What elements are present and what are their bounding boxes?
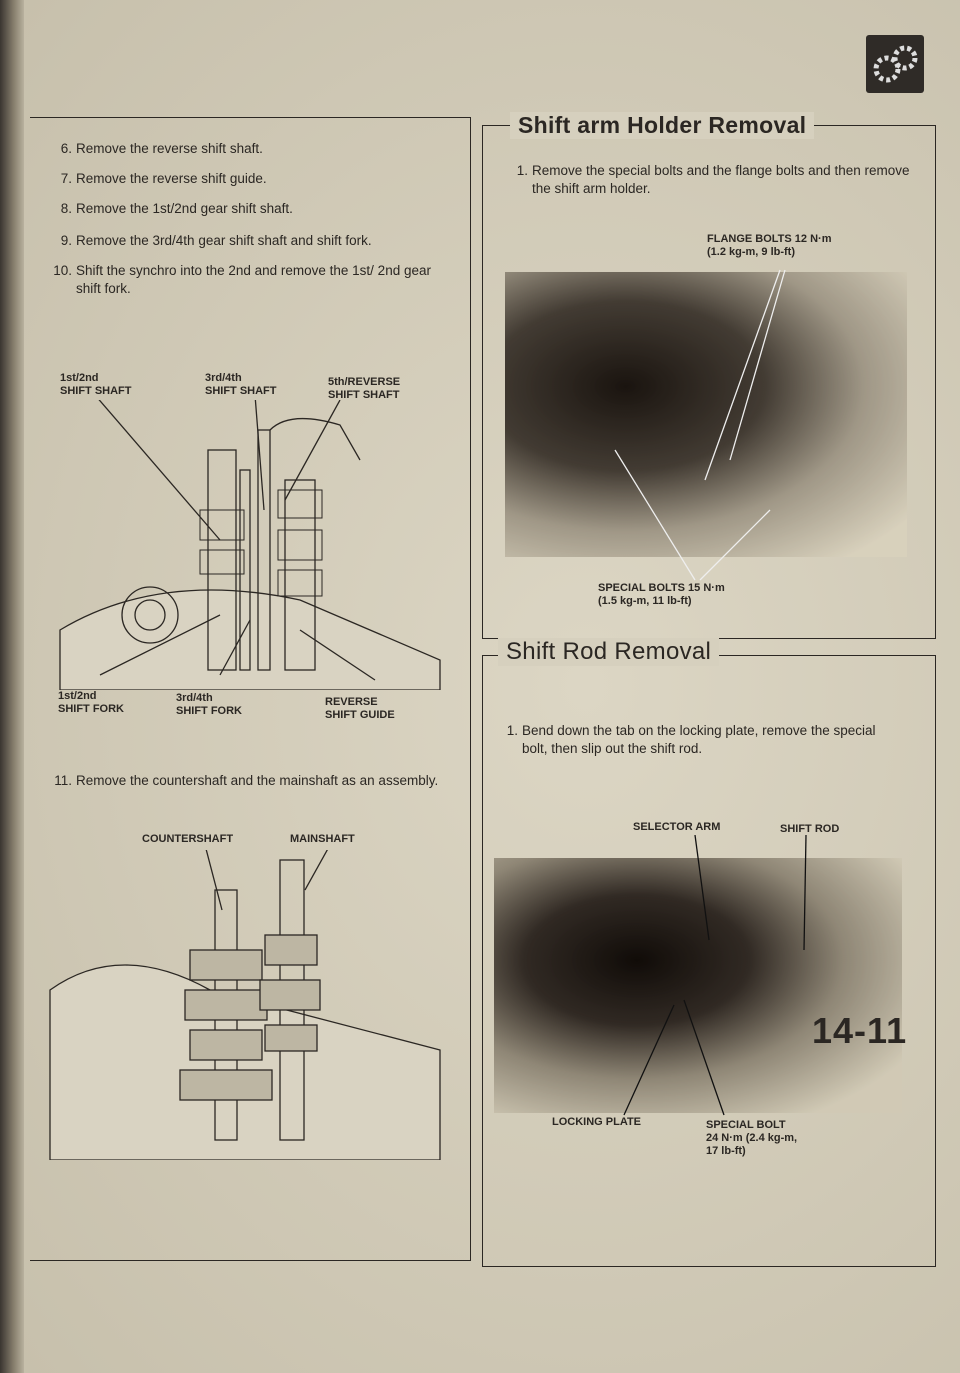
step-text: Shift the synchro into the 2nd and remov… (76, 263, 431, 296)
step-text: Remove the 1st/2nd gear shift shaft. (76, 201, 293, 216)
step-text: Remove the reverse shift shaft. (76, 141, 263, 156)
shift-shaft-diagram (59, 400, 441, 690)
label-flange-bolts: FLANGE BOLTS 12 N·m (1.2 kg-m, 9 lb-ft) (707, 233, 832, 258)
gear-icon (866, 35, 924, 93)
holder-leader-lines (614, 269, 786, 581)
step-text: Remove the reverse shift guide. (76, 171, 267, 186)
label-mainshaft: MAINSHAFT (290, 833, 355, 845)
label-locking-plate: LOCKING PLATE (552, 1116, 642, 1128)
step-num: 7. (60, 171, 72, 186)
step-11: 11. Remove the countershaft and the mains… (54, 772, 446, 790)
section-title-rod: Shift Rod Removal (498, 638, 720, 666)
label-shift-rod: SHIFT ROD (780, 823, 840, 835)
rod-step-1: 1. Bend down the tab on the locking plate… (507, 722, 902, 758)
label-34-shift-fork: 3rd/4th SHIFT FORK (176, 692, 242, 717)
step-10: 10. Shift the synchro into the 2nd and re… (53, 262, 451, 298)
label-12-shift-shaft: 1st/2nd SHIFT SHAFT (60, 372, 132, 397)
label-special-bolts: SPECIAL BOLTS 15 N·m (1.5 kg-m, 11 lb-ft… (598, 582, 725, 607)
label-countershaft: COUNTERSHAFT (142, 833, 234, 845)
step-6: 6. Remove the reverse shift shaft. (61, 140, 263, 158)
page-number: 14-11 (812, 1010, 908, 1051)
rod-leader-lines (623, 835, 807, 1116)
label-special-bolt: SPECIAL BOLT 24 N·m (2.4 kg-m, 17 lb-ft) (706, 1119, 798, 1157)
shift-arm-holder-photo (505, 272, 907, 557)
page-binding (0, 0, 24, 1373)
left-section (30, 117, 471, 1261)
step-num: 6. (60, 141, 72, 156)
step-text: Remove the special bolts and the flange … (532, 163, 910, 196)
step-7: 7. Remove the reverse shift guide. (61, 170, 267, 188)
label-reverse-shift-guide: REVERSE SHIFT GUIDE (325, 696, 395, 721)
step-text: Remove the countershaft and the mainshaf… (76, 773, 439, 788)
label-5r-shift-shaft: 5th/REVERSE SHIFT SHAFT (328, 376, 401, 401)
step-num: 1. (516, 163, 528, 178)
step-num: 11. (54, 773, 72, 788)
step-text: Remove the 3rd/4th gear shift shaft and … (76, 233, 372, 248)
step-num: 10. (53, 263, 72, 278)
label-34-shift-shaft: 3rd/4th SHIFT SHAFT (205, 372, 277, 397)
step-num: 9. (60, 233, 72, 248)
step-num: 8. (60, 201, 72, 216)
step-8: 8. Remove the 1st/2nd gear shift shaft. (61, 200, 293, 218)
step-9: 9. Remove the 3rd/4th gear shift shaft an… (61, 232, 372, 250)
label-selector-arm: SELECTOR ARM (633, 821, 721, 833)
step-num: 1. (506, 723, 518, 738)
label-12-shift-fork: 1st/2nd SHIFT FORK (58, 690, 124, 715)
step-text: Bend down the tab on the locking plate, … (522, 723, 876, 756)
holder-step-1: 1. Remove the special bolts and the flang… (517, 162, 910, 198)
shift-rod-photo (494, 858, 902, 1113)
shaft-assembly-diagram (49, 850, 441, 1160)
section-title-holder: Shift arm Holder Removal (510, 112, 815, 139)
